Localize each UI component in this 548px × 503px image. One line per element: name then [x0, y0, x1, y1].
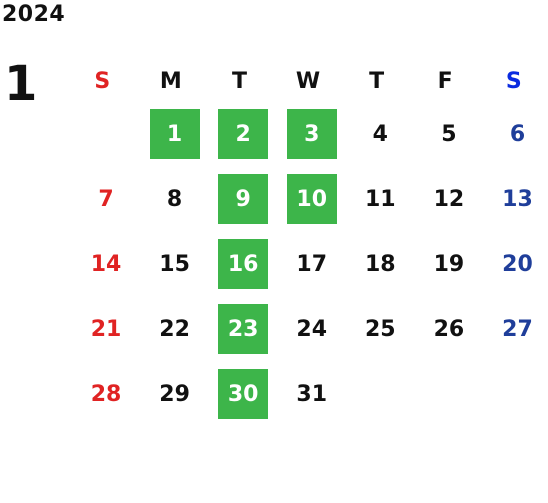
day-cell: 23 — [205, 297, 274, 362]
day-cell: 17 — [274, 232, 343, 297]
day-number[interactable]: 28 — [90, 381, 122, 407]
weekday-thursday: T — [369, 68, 385, 94]
week-row: 28 29 30 31 — [68, 362, 548, 427]
day-cell — [411, 362, 480, 427]
day-cell: 22 — [137, 297, 206, 362]
day-number-highlighted[interactable]: 2 — [218, 109, 269, 159]
day-number[interactable]: 31 — [296, 381, 328, 407]
day-cell: 3 — [274, 102, 343, 167]
day-cell: 7 — [68, 167, 137, 232]
day-cell: 21 — [68, 297, 137, 362]
year-label: 2024 — [2, 2, 66, 27]
day-cell: 8 — [137, 167, 206, 232]
day-number[interactable]: 11 — [365, 186, 396, 212]
weekday-tuesday: T — [231, 68, 247, 94]
day-number[interactable]: 5 — [441, 121, 457, 147]
day-cell: 13 — [479, 167, 548, 232]
day-number[interactable]: 17 — [296, 251, 328, 277]
day-cell — [68, 102, 137, 167]
day-cell — [479, 362, 548, 427]
day-number[interactable]: 25 — [365, 316, 396, 342]
day-number[interactable]: 20 — [502, 251, 533, 277]
day-cell: 6 — [479, 102, 548, 167]
week-row: 21 22 23 24 25 26 27 — [68, 297, 548, 362]
day-cell: 18 — [342, 232, 411, 297]
day-cell: 12 — [411, 167, 480, 232]
day-cell: 26 — [411, 297, 480, 362]
day-number-highlighted[interactable]: 1 — [149, 109, 200, 159]
day-number[interactable]: 4 — [372, 121, 388, 147]
day-cell: 9 — [205, 167, 274, 232]
day-cell: 25 — [342, 297, 411, 362]
day-cell: 19 — [411, 232, 480, 297]
day-cell: 4 — [342, 102, 411, 167]
day-number[interactable]: 7 — [98, 186, 114, 212]
week-row: 14 15 16 17 18 19 20 — [68, 232, 548, 297]
day-number[interactable]: 26 — [433, 316, 465, 342]
day-cell: 14 — [68, 232, 137, 297]
day-number[interactable]: 8 — [166, 186, 183, 212]
weekday-monday: M — [159, 68, 182, 94]
day-number[interactable]: 19 — [433, 251, 465, 277]
weekday-saturday: S — [505, 68, 522, 94]
weekday-sunday: S — [94, 68, 111, 94]
day-cell: 30 — [205, 362, 274, 427]
day-number[interactable]: 12 — [433, 186, 465, 212]
day-cell: 15 — [137, 232, 206, 297]
day-cell: 31 — [274, 362, 343, 427]
day-number[interactable]: 6 — [509, 121, 526, 147]
day-number-highlighted[interactable]: 10 — [286, 174, 337, 224]
day-number-highlighted[interactable]: 9 — [218, 174, 269, 224]
weekday-header-row: S M T W T F S — [68, 60, 548, 102]
day-number-highlighted[interactable]: 16 — [218, 239, 269, 289]
day-cell: 10 — [274, 167, 343, 232]
weekday-friday: F — [437, 68, 453, 94]
day-cell: 5 — [411, 102, 480, 167]
day-cell: 20 — [479, 232, 548, 297]
day-number[interactable]: 18 — [365, 251, 396, 277]
day-cell: 16 — [205, 232, 274, 297]
day-cell — [342, 362, 411, 427]
day-cell: 27 — [479, 297, 548, 362]
day-number-highlighted[interactable]: 30 — [218, 369, 269, 419]
day-cell: 1 — [137, 102, 206, 167]
month-number: 1 — [4, 56, 38, 112]
day-number[interactable]: 29 — [159, 381, 190, 407]
day-number-highlighted[interactable]: 3 — [286, 109, 337, 159]
day-number[interactable]: 14 — [90, 251, 122, 277]
weekday-wednesday: W — [295, 68, 321, 94]
day-number[interactable]: 13 — [502, 186, 533, 212]
day-number[interactable]: 27 — [502, 316, 533, 342]
day-number[interactable]: 22 — [159, 316, 190, 342]
day-cell: 2 — [205, 102, 274, 167]
day-cell: 28 — [68, 362, 137, 427]
day-number[interactable]: 24 — [296, 316, 328, 342]
week-row: 7 8 9 10 11 12 13 — [68, 167, 548, 232]
day-cell: 29 — [137, 362, 206, 427]
day-number-highlighted[interactable]: 23 — [218, 304, 269, 354]
day-cell: 24 — [274, 297, 343, 362]
day-number[interactable]: 15 — [159, 251, 190, 277]
day-cell: 11 — [342, 167, 411, 232]
day-number[interactable]: 21 — [90, 316, 122, 342]
